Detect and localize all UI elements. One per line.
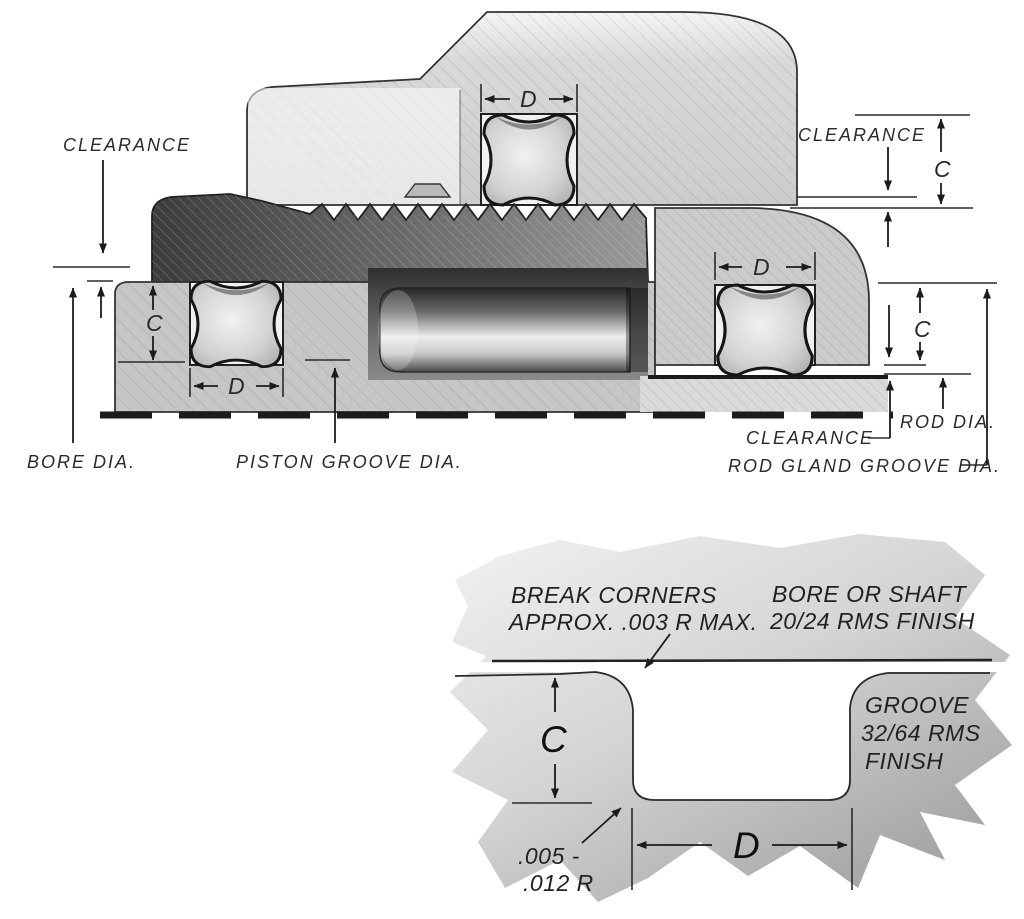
break-corners-line2: APPROX. .003 R MAX. — [507, 609, 758, 635]
label-d-face-seal: D — [520, 86, 537, 112]
dimension-c-rod-seal: C — [878, 282, 997, 375]
x-ring-rod-seal — [716, 283, 814, 377]
x-ring-face-seal — [482, 113, 576, 207]
bore-or-shaft-line1: BORE OR SHAFT — [772, 581, 968, 607]
rod-cavity — [368, 268, 648, 380]
groove-finish-line1: GROOVE — [865, 692, 969, 718]
detail-label-c: C — [540, 719, 567, 760]
piston-rod — [379, 287, 631, 373]
dimension-clearance-left: CLEARANCE — [53, 135, 191, 318]
detail-note-groove-finish: GROOVE 32/64 RMS FINISH — [861, 692, 981, 774]
dimension-clearance-top-right: CLEARANCE — [790, 125, 973, 247]
dimension-rod-dia: ROD DIA. — [900, 377, 996, 432]
interface-tab — [403, 183, 452, 198]
dimension-d-rod-seal: D — [714, 252, 816, 280]
detail-note-bore-or-shaft: BORE OR SHAFT 20/24 RMS FINISH — [769, 581, 975, 634]
label-clearance-bottom-right: CLEARANCE — [746, 428, 874, 448]
dimension-d-face-seal: D — [480, 84, 578, 112]
radius-leader-arrow — [581, 807, 622, 844]
x-ring-piston-seal — [189, 279, 283, 369]
dimension-piston-groove-dia: PISTON GROOVE DIA. — [236, 359, 463, 472]
radius-line2: .012 R — [523, 870, 594, 896]
break-corners-leader-arrow — [644, 633, 671, 669]
label-c-rod-seal: C — [914, 316, 931, 342]
groove-finish-line3: FINISH — [865, 748, 943, 774]
dimension-c-face-seal: C — [855, 114, 970, 205]
label-bore-dia: BORE DIA. — [27, 452, 136, 472]
dimension-rod-gland-groove-dia: ROD GLAND GROOVE DIA. — [728, 288, 1001, 476]
gland-nut-block — [151, 193, 649, 283]
label-piston-groove-dia: PISTON GROOVE DIA. — [236, 452, 463, 472]
detail-dimension-d: D — [631, 808, 853, 890]
dimension-bore-dia: BORE DIA. — [27, 287, 136, 472]
label-d-rod-seal: D — [753, 254, 770, 280]
piston-seal-groove — [189, 279, 284, 369]
break-corners-line1: BREAK CORNERS — [511, 582, 717, 608]
dimension-clearance-bottom-right: CLEARANCE — [746, 380, 894, 448]
detail-shaft-line — [491, 658, 993, 663]
label-clearance-top-right: CLEARANCE — [798, 125, 926, 145]
detail-groove-interior — [595, 662, 888, 800]
label-rod-gland-groove-dia: ROD GLAND GROOVE DIA. — [728, 456, 1001, 476]
groove-finish-line2: 32/64 RMS — [861, 720, 981, 746]
detail-note-radius: .005 - .012 R — [518, 843, 594, 896]
label-d-piston: D — [228, 373, 245, 399]
label-rod-dia: ROD DIA. — [900, 412, 996, 432]
detail-groove-outline — [454, 671, 990, 801]
cylinder-head-block — [246, 11, 798, 206]
label-c-piston: C — [146, 310, 163, 336]
detail-note-break-corners: BREAK CORNERS APPROX. .003 R MAX. — [507, 582, 758, 635]
bore-or-shaft-line2: 20/24 RMS FINISH — [769, 608, 975, 634]
main-cross-section: CLEARANCE BORE DIA. C D PISTON GROOVE — [27, 11, 1001, 476]
detail-label-d: D — [733, 825, 760, 866]
dimension-c-piston: C — [118, 285, 185, 363]
dimension-d-piston: D — [189, 368, 284, 399]
face-seal-groove — [480, 113, 578, 207]
label-clearance-left: CLEARANCE — [63, 135, 191, 155]
label-c-face-seal: C — [934, 156, 951, 182]
groove-detail-view: C D BREAK CORNERS APPROX. .003 R MAX. BO… — [448, 534, 1014, 902]
rod-surface-band — [640, 375, 888, 412]
detail-dimension-c: C — [512, 677, 592, 804]
rod-gland-flange — [654, 207, 870, 377]
radius-line1: .005 - — [518, 843, 580, 869]
